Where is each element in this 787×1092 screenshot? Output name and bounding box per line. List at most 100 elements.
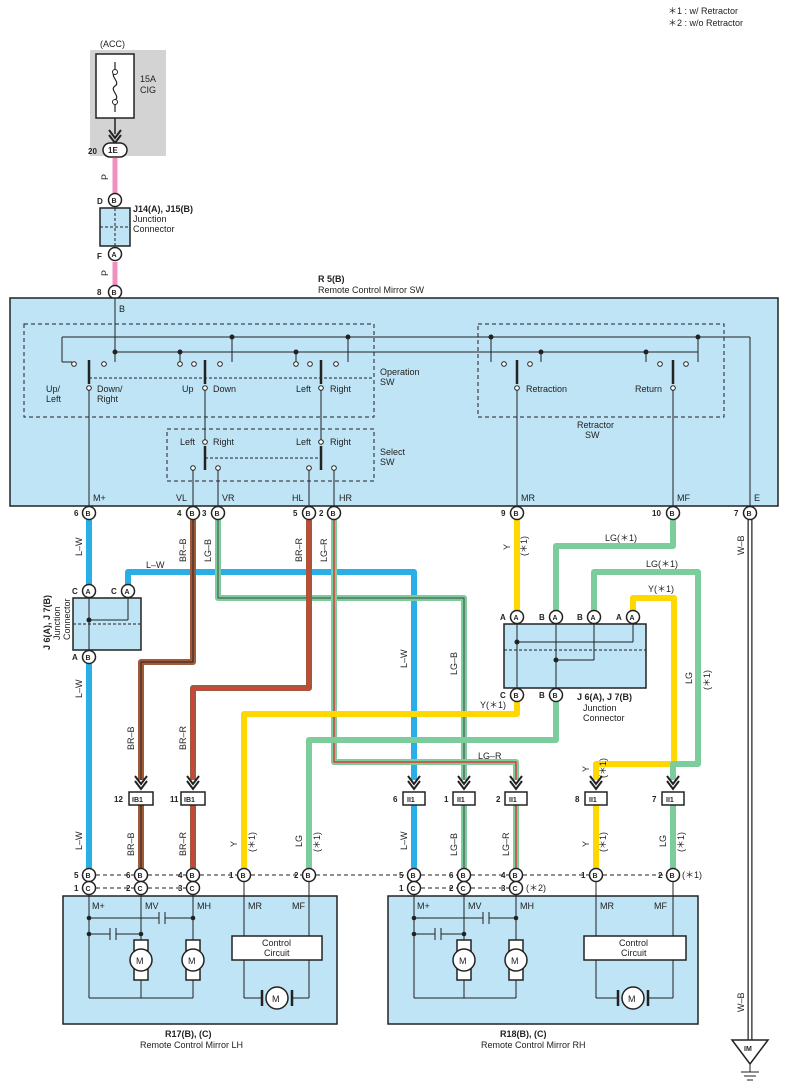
svg-text:BR–B: BR–B — [178, 538, 188, 562]
svg-text:M: M — [628, 994, 636, 1004]
svg-text:M: M — [188, 956, 196, 966]
wire-brr — [190, 520, 312, 868]
wire-brb — [138, 520, 196, 868]
svg-text:II1: II1 — [509, 797, 517, 804]
svg-text:A: A — [112, 252, 117, 259]
r5-pins: 6 4 3 5 2 9 10 7 B B B B B B B B — [74, 505, 758, 521]
svg-text:MH: MH — [197, 901, 211, 911]
svg-text:M+: M+ — [93, 493, 106, 503]
svg-text:C: C — [190, 886, 195, 893]
svg-text:B: B — [514, 511, 519, 518]
svg-text:6: 6 — [449, 871, 454, 880]
svg-text:M: M — [272, 994, 280, 1004]
svg-text:7: 7 — [652, 795, 657, 804]
svg-text:MF: MF — [677, 493, 690, 503]
svg-text:B: B — [119, 304, 125, 314]
svg-text:LG–B: LG–B — [449, 833, 459, 856]
svg-text:Down/: Down/ — [97, 384, 123, 394]
svg-text:BR–R: BR–R — [178, 831, 188, 856]
svg-text:Y(＊1): Y(＊1) — [648, 584, 674, 594]
svg-text:Right: Right — [97, 394, 119, 404]
svg-text:A: A — [500, 613, 506, 622]
svg-text:Left: Left — [296, 437, 312, 447]
svg-text:C: C — [411, 886, 416, 893]
svg-text:B: B — [331, 511, 336, 518]
svg-text:MR: MR — [248, 901, 262, 911]
svg-text:Remote Control Mirror RH: Remote Control Mirror RH — [481, 1040, 586, 1050]
svg-text:12: 12 — [114, 795, 123, 804]
svg-text:IB1: IB1 — [184, 797, 195, 804]
svg-text:R17(B), (C): R17(B), (C) — [165, 1029, 212, 1039]
svg-text:6: 6 — [393, 795, 398, 804]
svg-text:B: B — [461, 873, 466, 880]
svg-text:MV: MV — [145, 901, 159, 911]
svg-text:A: A — [125, 589, 130, 596]
svg-text:1: 1 — [581, 871, 586, 880]
svg-text:L–W: L–W — [74, 537, 84, 556]
svg-text:Down: Down — [213, 384, 236, 394]
svg-text:J 6(A), J 7(B): J 6(A), J 7(B) — [42, 595, 52, 650]
junction-left: C A C A A B J 6(A), J 7(B) Junction Conn… — [42, 583, 142, 665]
junction-right: A A B A B A A A C B B B J 6(A), J 7(B) J… — [500, 609, 647, 723]
svg-text:Select: Select — [380, 447, 406, 457]
svg-text:(＊1): (＊1) — [598, 832, 608, 852]
svg-text:15A: 15A — [140, 74, 156, 84]
svg-text:B: B — [411, 873, 416, 880]
mirror-pin-rows: 5 6 4 1 2 5 6 4 1 2 1 2 3 1 2 3 (＊1) (＊2… — [74, 867, 702, 896]
svg-text:Y: Y — [581, 766, 591, 772]
svg-text:Control: Control — [262, 938, 291, 948]
wire-lgr — [331, 520, 519, 868]
svg-text:4: 4 — [501, 871, 506, 880]
svg-text:L–W: L–W — [74, 679, 84, 698]
note-retractor: ＊1 : w/ Retractor — [668, 6, 738, 16]
svg-text:C: C — [111, 587, 117, 596]
svg-text:E: E — [754, 493, 760, 503]
svg-text:C: C — [500, 691, 506, 700]
svg-text:II1: II1 — [666, 797, 674, 804]
svg-text:F: F — [97, 252, 102, 261]
svg-text:C: C — [513, 886, 518, 893]
svg-text:(＊1): (＊1) — [598, 758, 608, 778]
svg-text:C: C — [138, 886, 143, 893]
svg-text:Y(＊1): Y(＊1) — [480, 700, 506, 710]
svg-text:L–W: L–W — [146, 560, 165, 570]
svg-text:3: 3 — [178, 884, 183, 893]
svg-text:MR: MR — [600, 901, 614, 911]
svg-text:Up: Up — [182, 384, 194, 394]
svg-text:B: B — [138, 873, 143, 880]
svg-text:B: B — [539, 691, 545, 700]
svg-text:Connector: Connector — [583, 713, 625, 723]
svg-text:Left: Left — [46, 394, 62, 404]
svg-text:IM: IM — [744, 1046, 752, 1053]
svg-text:1E: 1E — [108, 146, 118, 155]
svg-text:SW: SW — [380, 377, 395, 387]
note-no-retractor: ＊2 : w/o Retractor — [668, 18, 743, 28]
svg-text:HR: HR — [339, 493, 352, 503]
svg-text:VR: VR — [222, 493, 235, 503]
svg-text:6: 6 — [74, 509, 79, 518]
svg-text:MF: MF — [292, 901, 305, 911]
svg-text:B: B — [670, 511, 675, 518]
svg-text:B: B — [747, 511, 752, 518]
svg-text:Junction: Junction — [583, 703, 617, 713]
wire-labels: L–W L–W BR–B LG–B BR–R LG–R Y (＊1) LG (＊1… — [74, 533, 746, 1012]
svg-text:2: 2 — [449, 884, 454, 893]
svg-text:LG: LG — [684, 672, 694, 684]
svg-text:1: 1 — [444, 795, 449, 804]
svg-text:M: M — [459, 956, 467, 966]
svg-text:Connector: Connector — [133, 224, 175, 234]
svg-text:LG–R: LG–R — [501, 832, 511, 856]
svg-text:(＊2): (＊2) — [526, 883, 546, 893]
svg-text:Junction: Junction — [52, 606, 62, 640]
svg-text:SW: SW — [380, 457, 395, 467]
remote-control-mirror-switch: 8 B R 5(B) Remote Control Mirror SW B — [9, 274, 779, 507]
svg-text:B: B — [306, 873, 311, 880]
svg-text:1: 1 — [399, 884, 404, 893]
svg-text:Remote Control Mirror SW: Remote Control Mirror SW — [318, 285, 425, 295]
svg-text:M+: M+ — [92, 901, 105, 911]
svg-text:A: A — [616, 613, 622, 622]
svg-text:B: B — [513, 873, 518, 880]
svg-text:B: B — [553, 693, 558, 700]
svg-text:2: 2 — [496, 795, 501, 804]
svg-text:B: B — [593, 873, 598, 880]
